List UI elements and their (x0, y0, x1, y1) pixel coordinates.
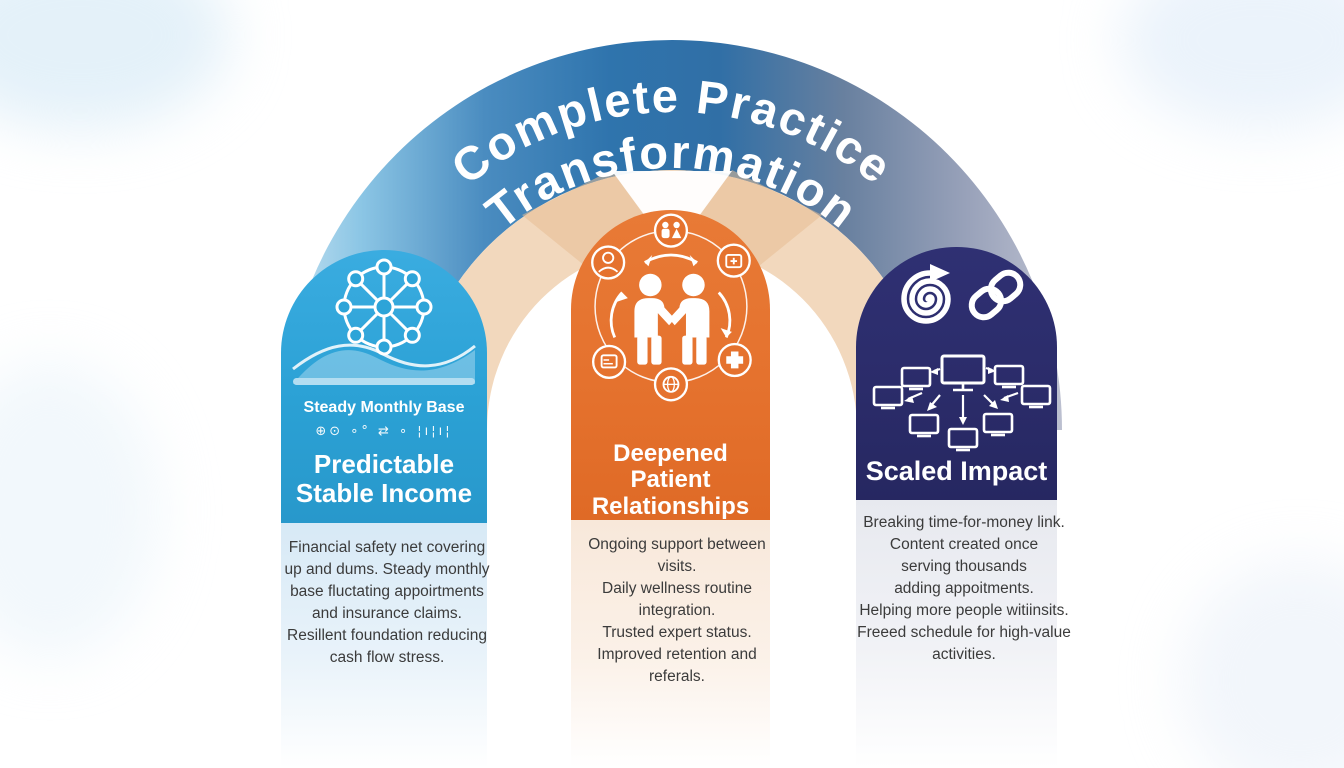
currency-glyph-row: ⊕⊙ ∘° ⇄ ∘ ¦ı¦ı¦ (315, 424, 453, 439)
predictable-income-tail: Financial safety net covering up and dum… (281, 523, 490, 768)
patient-relationships-description: Ongoing support between visits. Daily we… (588, 536, 766, 685)
arrowheads (616, 254, 732, 338)
globe-health-icon (653, 367, 689, 402)
spiral-arrow-icon (901, 264, 951, 324)
pillar-patient-relationships: Deepened Patient Relationships (571, 210, 770, 520)
calendar-icon (592, 344, 627, 379)
steady-monthly-base-label: Steady Monthly Base (303, 399, 465, 416)
arch-outer-band (282, 40, 1062, 430)
arch-inner-band (412, 170, 932, 430)
medical-cross-icon (717, 342, 752, 378)
calendar-plus-icon (716, 243, 751, 278)
handshake-figures-icon (634, 273, 710, 365)
person-avatar-icon (591, 245, 626, 280)
pillar-scaled-impact: Scaled Impact (856, 247, 1057, 500)
patient-relationship-cycle-icon (591, 213, 752, 402)
broadcast-monitors-icon (872, 354, 1052, 452)
patient-relationships-tail: Ongoing support between visits. Daily we… (571, 520, 770, 768)
patient-relationships-title: Deepened Patient Relationships (591, 439, 750, 520)
cycle-arrows-icon (609, 253, 732, 339)
pillar-predictable-income: Steady Monthly Base ⊕⊙ ∘° ⇄ ∘ ¦ı¦ı¦ Pred… (281, 250, 487, 523)
wave-area-chart (292, 343, 476, 385)
scaled-impact-title: Scaled Impact (865, 456, 1048, 486)
network-wheel-icon (292, 258, 476, 385)
scaled-impact-tail: Breaking time-for-money link. Content cr… (856, 500, 1071, 768)
broadcast-arrows (904, 366, 1019, 425)
predictable-income-title: Predictable Stable Income (295, 449, 473, 508)
scaled-impact-description: Breaking time-for-money link. Content cr… (857, 514, 1071, 663)
chain-link-icon (968, 269, 1024, 321)
orbit-mini-icons (591, 213, 752, 402)
predictable-income-description: Financial safety net covering up and dum… (284, 539, 490, 666)
family-icon (653, 213, 689, 248)
scaled-impact-icons (872, 264, 1052, 452)
